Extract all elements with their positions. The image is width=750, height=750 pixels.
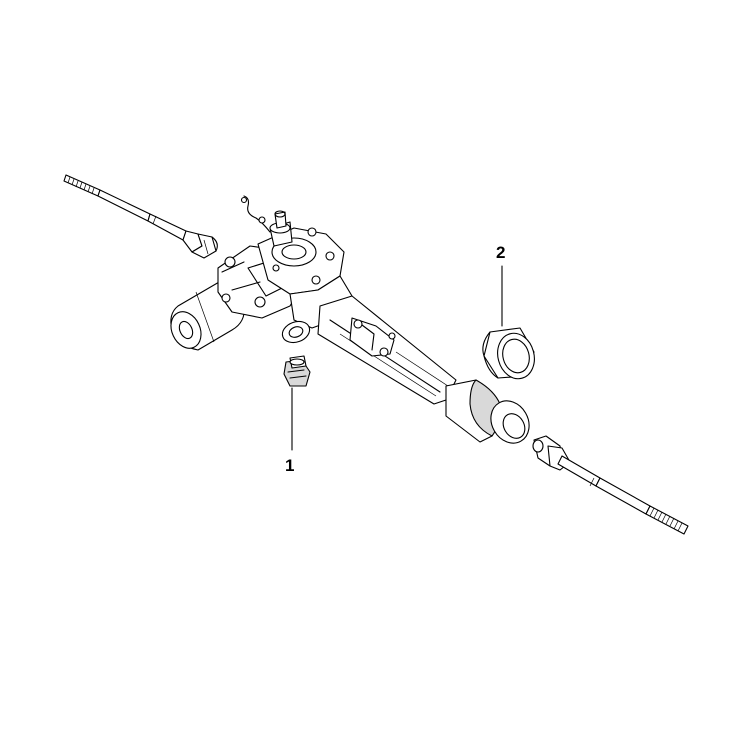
part-2-housing-bushing — [482, 327, 535, 380]
steering-gear-housing — [217, 195, 353, 344]
sensor-wire — [243, 195, 271, 233]
rack-mount-clamp — [349, 317, 396, 357]
rack-housing-tube — [317, 295, 457, 405]
callout-2-label: 2 — [496, 243, 505, 262]
left-inner-ball-joint — [182, 230, 218, 259]
right-tie-rod-thread — [645, 505, 689, 535]
right-rack-end — [445, 379, 530, 444]
input-shaft — [269, 210, 293, 247]
callout-2: 2 — [496, 243, 505, 327]
callout-1-label: 1 — [285, 456, 294, 475]
part-1-mount-bushing — [283, 355, 311, 387]
right-inner-ball-joint — [532, 435, 571, 471]
left-tie-rod-thread — [63, 174, 101, 197]
left-tie-rod — [63, 174, 218, 259]
callout-1: 1 — [285, 387, 294, 475]
right-tie-rod — [532, 435, 689, 535]
